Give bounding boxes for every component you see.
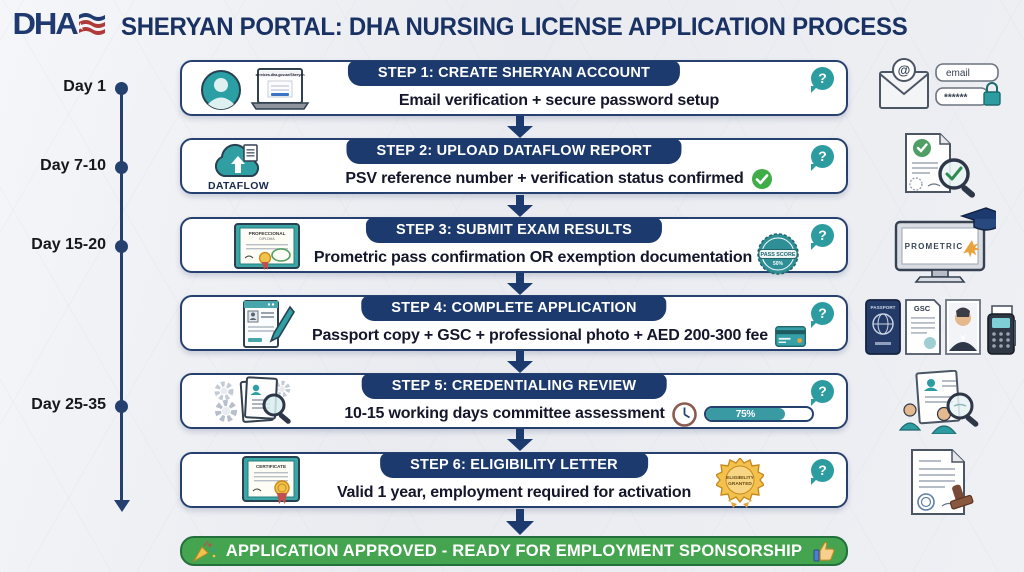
star-icon: ★ — [76, 22, 85, 33]
dha-flag-icon — [79, 13, 106, 35]
progress-bar: 75% — [703, 406, 814, 422]
timeline-dot — [115, 240, 128, 253]
down-arrow-icon — [507, 195, 533, 217]
approval-banner: APPLICATION APPROVED - READY FOR EMPLOYM… — [180, 536, 848, 566]
step-subtitle: Passport copy + GSC + professional photo… — [312, 327, 768, 344]
help-icon[interactable]: ? — [811, 459, 834, 485]
step-card-3: PROFECCIONAL DIPLOMA STEP 3: SUBMIT EXAM… — [180, 217, 848, 275]
timeline-label: Day 15-20 — [31, 236, 106, 253]
svg-text:services.dha.gov.ae/Sheryan: services.dha.gov.ae/Sheryan — [255, 73, 304, 77]
gsc-document-icon: GSC — [905, 299, 941, 355]
timeline-dot — [115, 82, 128, 95]
timeline-dot — [115, 400, 128, 413]
step-title: STEP 2: UPLOAD DATAFLOW REPORT — [346, 139, 682, 164]
step-card-1: services.dha.gov.ae/Sheryan STEP 1: CREA… — [180, 60, 848, 116]
timeline-label: Day 7-10 — [40, 157, 106, 174]
stamp-icon — [949, 484, 974, 510]
approval-label: APPLICATION APPROVED - READY FOR EMPLOYM… — [225, 541, 803, 560]
progress-fill: 75% — [705, 408, 786, 420]
committee-review-icon — [898, 369, 986, 439]
timeline-dot — [115, 161, 128, 174]
page-title: SHERYAN PORTAL: DHA NURSING LICENSE APPL… — [121, 13, 908, 41]
review-documents-icon — [214, 376, 291, 424]
down-arrow-icon — [507, 351, 533, 373]
svg-text:@: @ — [898, 63, 911, 78]
email-field: email — [946, 68, 970, 79]
timeline-label: Day 1 — [63, 78, 106, 95]
check-icon — [751, 169, 772, 189]
help-icon[interactable]: ? — [811, 302, 834, 328]
down-arrow-icon — [507, 273, 533, 295]
photo-icon — [945, 299, 981, 355]
svg-text:GRANTED: GRANTED — [728, 481, 752, 487]
gsc-label: GSC — [914, 304, 931, 313]
progress-label: 75% — [735, 408, 756, 420]
eligibility-certificate-icon: CERTIFICATE — [242, 456, 300, 504]
application-documents-icon: PASSPORT GSC — [864, 296, 1018, 363]
step-subtitle: 10-15 working days committee assessment — [344, 405, 665, 422]
dataflow-upload-icon: DATAFLOW — [208, 142, 269, 192]
passport-label: PASSPORT — [871, 305, 896, 310]
lock-icon — [983, 82, 1001, 106]
email-verification-icon: @ email ****** — [878, 56, 1004, 123]
svg-text:PASS SCORE: PASS SCORE — [761, 252, 796, 258]
passport-icon: PASSPORT — [865, 299, 901, 355]
step-title: STEP 5: CREDENTIALING REVIEW — [361, 374, 667, 399]
stamped-letter-icon — [904, 448, 982, 525]
help-icon[interactable]: ? — [811, 380, 834, 406]
help-icon[interactable]: ? — [811, 67, 834, 93]
step-card-5: STEP 5: CREDENTIALING REVIEW 10-15 worki… — [180, 373, 848, 429]
thumbs-up-icon — [813, 541, 835, 562]
step-subtitle: PSV reference number + verification stat… — [345, 170, 744, 187]
step-title: STEP 3: SUBMIT EXAM RESULTS — [365, 218, 663, 243]
timeline-line — [120, 88, 123, 500]
svg-text:50%: 50% — [773, 261, 784, 267]
laptop-icon: services.dha.gov.ae/Sheryan — [250, 68, 310, 110]
svg-text:DIPLOMA: DIPLOMA — [259, 237, 275, 241]
step-card-4: STEP 4: COMPLETE APPLICATION Passport co… — [180, 295, 848, 351]
help-icon[interactable]: ? — [811, 145, 834, 171]
step-card-2: DATAFLOW STEP 2: UPLOAD DATAFLOW REPORT … — [180, 138, 848, 194]
pass-score-badge: PASS SCORE 50% — [757, 233, 799, 275]
step-card-6: CERTIFICATE STEP 6: ELIGIBILITY LETTER V… — [180, 452, 848, 508]
credit-card-icon — [775, 325, 806, 347]
certificate-icon: PROFECCIONAL DIPLOMA — [234, 223, 300, 270]
step-title: STEP 6: ELIGIBILITY LETTER — [380, 453, 648, 478]
prometric-label: PROMETRIC — [905, 242, 964, 251]
step-subtitle: Email verification + secure password set… — [398, 92, 720, 109]
party-popper-icon — [192, 540, 216, 563]
eligibility-granted-badge: ELIGIBILITY GRANTED — [716, 458, 764, 508]
avatar-icon — [201, 70, 241, 110]
down-arrow-icon — [507, 429, 533, 451]
verified-document-icon — [898, 132, 984, 203]
step-subtitle: Valid 1 year, employment required for ac… — [336, 484, 692, 501]
clock-icon — [671, 401, 697, 427]
svg-text:CERTIFICATE: CERTIFICATE — [256, 464, 286, 469]
dha-logo: DHA ★ — [12, 6, 107, 42]
timeline-arrow-icon — [113, 500, 130, 512]
down-arrow-icon — [507, 116, 533, 138]
svg-text:ELIGIBILITY: ELIGIBILITY — [726, 475, 755, 481]
step-subtitle: Prometric pass confirmation OR exemption… — [313, 249, 753, 266]
card-terminal-icon — [987, 305, 1018, 355]
prometric-monitor-icon: PROMETRIC — [890, 202, 1011, 289]
application-form-icon — [243, 300, 295, 348]
password-field: ****** — [944, 93, 967, 104]
big-down-arrow-icon — [506, 509, 534, 535]
step-title: STEP 4: COMPLETE APPLICATION — [361, 296, 667, 321]
step-title: STEP 1: CREATE SHERYAN ACCOUNT — [347, 61, 681, 86]
help-icon[interactable]: ? — [811, 224, 834, 250]
svg-text:PROFECCIONAL: PROFECCIONAL — [249, 231, 286, 236]
timeline-label: Day 25-35 — [31, 396, 106, 413]
dha-logo-text: DHA — [12, 6, 78, 41]
